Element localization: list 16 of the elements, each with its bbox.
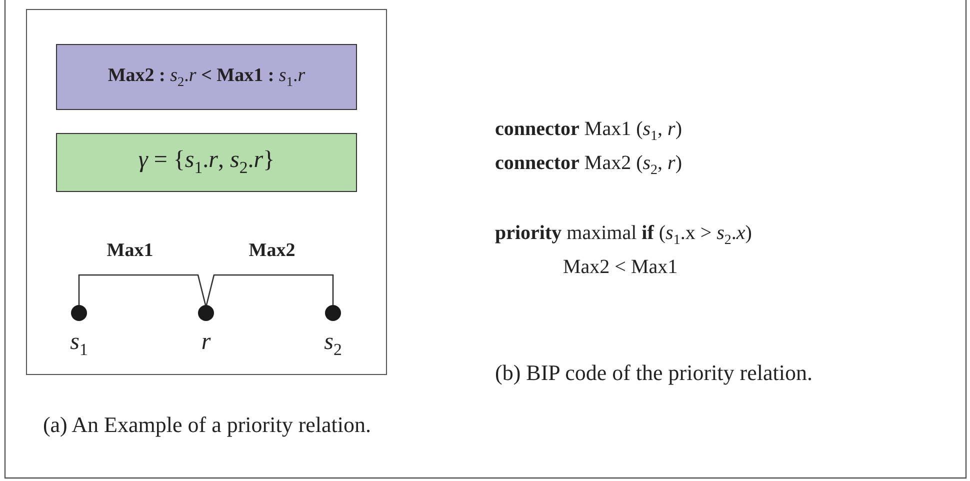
code-line: connector Max1 (s$_{1}$, r)	[495, 118, 682, 145]
priority-box	[56, 44, 357, 110]
connector-line	[205, 274, 334, 308]
port-label: s$_{2}$	[323, 329, 343, 360]
component-frame	[26, 9, 387, 375]
port-label: s$_{1}$	[69, 329, 89, 360]
connector-line	[78, 274, 207, 308]
caption: (a) An Example of a priority relation.	[42, 411, 372, 439]
code-line: Max2 < Max1	[563, 256, 678, 279]
code-line: connector Max2 (s$_{2}$, r)	[495, 152, 682, 179]
code-line: priority maximal if (s$_{1}$.x > s$_{2}$.x)	[495, 222, 752, 249]
port-label: r	[200, 329, 212, 356]
caption: (b) BIP code of the priority relation.	[495, 360, 812, 386]
priority-rule: Max2 : s$_{2}$.r < Max1 : s$_{1}$.r	[108, 64, 306, 90]
interaction-box	[56, 133, 357, 192]
interaction-set: γ = {s$_{1}$.r, s$_{2}$.r}	[138, 147, 275, 178]
